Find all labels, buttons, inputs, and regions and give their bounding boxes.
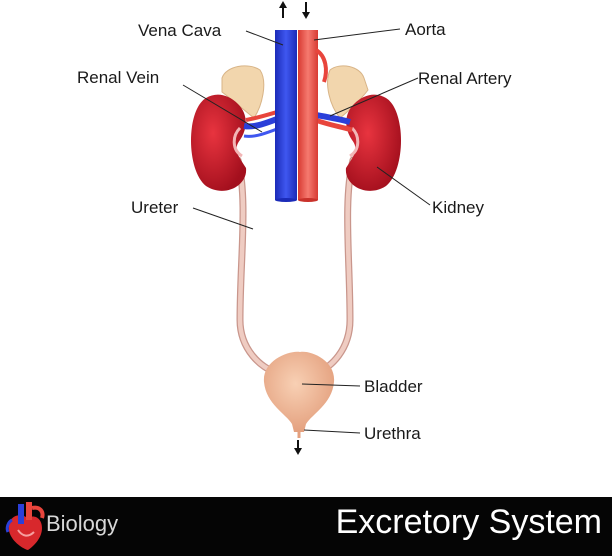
- flow-arrow-down-icon: [302, 2, 310, 19]
- label-renal-vein: Renal Vein: [77, 68, 160, 87]
- leader-lines: [182, 28, 431, 434]
- label-renal-artery: Renal Artery: [418, 69, 512, 88]
- heart-icon: [5, 502, 45, 550]
- bladder-organ: [263, 351, 335, 432]
- brand-label: Biology: [46, 511, 119, 536]
- label-urethra: Urethra: [364, 424, 421, 443]
- label-vena-cava: Vena Cava: [138, 21, 222, 40]
- label-ureter: Ureter: [131, 198, 179, 217]
- flow-arrow-up-icon: [279, 1, 287, 18]
- left-kidney: [191, 94, 247, 191]
- urine-arrow-down-icon: [294, 440, 302, 455]
- label-aorta: Aorta: [405, 20, 446, 39]
- excretory-system-diagram: [182, 1, 431, 455]
- footer-banner: Biology Excretory System: [0, 497, 612, 556]
- right-kidney: [345, 94, 401, 191]
- right-ureter: [314, 156, 357, 376]
- vena-cava-vessel: [275, 30, 297, 202]
- left-ureter: [234, 156, 279, 376]
- aorta-vessel: [298, 30, 328, 202]
- page-title: Excretory System: [335, 503, 602, 541]
- label-bladder: Bladder: [364, 377, 423, 396]
- label-kidney: Kidney: [432, 198, 484, 217]
